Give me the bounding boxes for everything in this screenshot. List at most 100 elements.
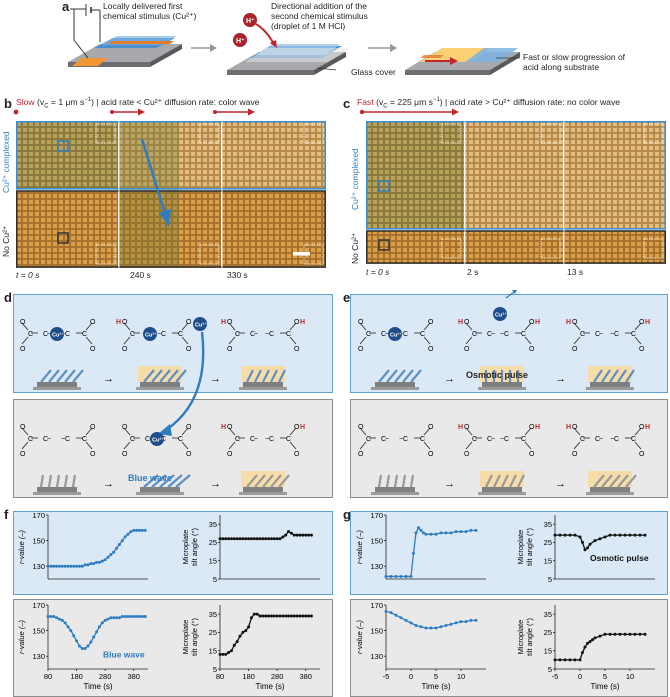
data-point [404, 618, 408, 622]
b-title: Slow (vC = 1 μm s−1) | acid rate < Cu²⁺ … [16, 97, 260, 110]
data-point [109, 553, 113, 557]
carbon-label: C [286, 331, 291, 338]
hydrogen-label: H [300, 424, 305, 431]
carbon-label: C [521, 436, 526, 443]
data-point [414, 623, 418, 627]
y-tick-label: 130 [32, 562, 45, 571]
data-point [49, 564, 53, 568]
data-point [264, 537, 268, 541]
data-point [72, 564, 76, 568]
microplate [601, 369, 611, 383]
microplate [246, 369, 254, 383]
substrate-block [140, 382, 180, 387]
carbon-label: C [403, 331, 408, 338]
data-point [261, 537, 265, 541]
data-point [55, 616, 59, 620]
microplate [175, 369, 187, 383]
microplate [56, 369, 68, 383]
hydrogen-label: H [645, 319, 650, 326]
data-point [224, 537, 228, 541]
data-point [474, 528, 478, 532]
microplate [609, 369, 619, 383]
microplate [143, 369, 155, 383]
data-point [643, 533, 647, 537]
substrate-1 [68, 44, 182, 62]
data-point [89, 640, 93, 644]
data-point [439, 531, 443, 535]
y-tick-label: 150 [32, 536, 45, 545]
data-point [586, 546, 589, 550]
data-point [573, 533, 577, 537]
step-arrow: → [444, 373, 455, 385]
data-point [449, 531, 453, 535]
series-line [48, 529, 146, 567]
oxygen-label: O [20, 451, 26, 458]
carbon-label: C [595, 436, 600, 443]
c-title: Fast (vC = 225 μm s−1) | acid rate > Cu²… [357, 97, 621, 110]
chart-annotation: Osmotic pulse [590, 553, 649, 563]
c-time-0: t = 0 s [366, 267, 390, 277]
y-tick-label: 5 [548, 575, 552, 584]
microplate [609, 474, 621, 488]
data-point [89, 562, 93, 566]
data-point [235, 537, 239, 541]
data-point [568, 658, 572, 662]
carbon-label: C [145, 436, 150, 443]
carbon-label: C [472, 436, 477, 443]
data-point [628, 632, 632, 636]
c-micrographs [366, 121, 666, 264]
oxygen-label: O [90, 451, 96, 458]
data-point [106, 555, 110, 559]
oxygen-label: O [639, 451, 645, 458]
data-point [109, 616, 113, 620]
data-point [77, 644, 81, 648]
data-point [57, 564, 61, 568]
oxygen-label: O [464, 319, 470, 326]
oxygen-label: O [186, 451, 192, 458]
data-point [449, 622, 453, 626]
data-point [135, 528, 139, 532]
data-point [63, 621, 67, 625]
microplate [386, 369, 398, 383]
oxygen-label: O [358, 319, 364, 326]
carbon-label: C [381, 436, 386, 443]
g-bottom-box [350, 599, 668, 697]
data-point [434, 532, 438, 536]
c-timeline [359, 108, 459, 116]
minus-label: − [500, 436, 504, 443]
data-point [229, 649, 233, 653]
data-point [112, 550, 116, 554]
data-point [52, 564, 56, 568]
data-point [404, 574, 408, 578]
microplate [377, 474, 383, 488]
panel-label-b: b [4, 96, 12, 111]
svg-text:Cu²⁺: Cu²⁺ [495, 312, 507, 319]
data-point [117, 542, 121, 546]
data-point [608, 632, 612, 636]
minus-label: − [500, 331, 504, 338]
data-point [252, 537, 256, 541]
microplate [625, 369, 635, 383]
y-tick-label: 170 [32, 601, 45, 610]
minus-label: − [399, 436, 403, 443]
data-point [80, 647, 84, 651]
oxygen-label: O [90, 346, 96, 353]
acid-drop-arrow [270, 40, 277, 48]
orange-electrode [72, 58, 108, 66]
data-point [284, 614, 288, 618]
oxygen-label: O [294, 424, 300, 431]
minus-label: − [491, 436, 495, 443]
substrate-block [590, 487, 630, 492]
data-point [55, 564, 59, 568]
carbon-label: C [235, 436, 240, 443]
y-axis-label: Microplate [181, 530, 190, 565]
panel-a-schematic: H⁺ H⁺ [68, 4, 520, 75]
carbon-label: C [43, 331, 48, 338]
data-point [83, 563, 87, 567]
substrate-block [37, 382, 77, 387]
data-point [598, 634, 602, 638]
carbon-label: C [43, 436, 48, 443]
substrate-block [140, 487, 180, 492]
microplate [254, 474, 266, 488]
